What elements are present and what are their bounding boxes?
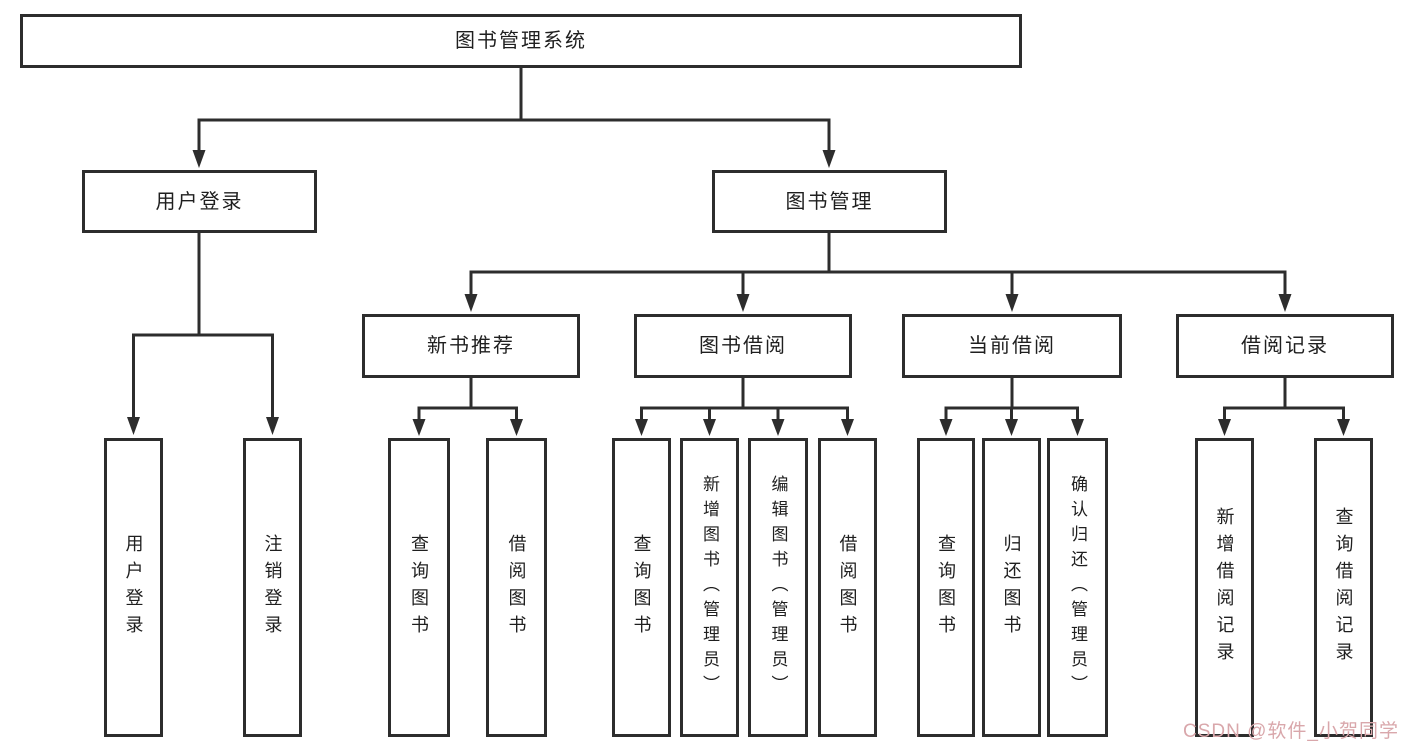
node-book-management: 图书管理 xyxy=(712,170,947,233)
leaf-borrow-add-books-admin: 新增图书（管理员） xyxy=(680,438,739,737)
node-user-login: 用户登录 xyxy=(82,170,317,233)
node-root: 图书管理系统 xyxy=(20,14,1022,68)
leaf-user-login: 用户登录 xyxy=(104,438,163,737)
arrowhead-icon xyxy=(1005,294,1019,312)
connector-borrow-records xyxy=(1218,376,1350,436)
leaf-current-confirm-return-admin: 确认归还（管理员） xyxy=(1047,438,1108,737)
node-new-book-recommend: 新书推荐 xyxy=(362,314,580,378)
arrowhead-icon xyxy=(736,294,750,312)
node-user-login-label: 用户登录 xyxy=(155,190,244,213)
arrowhead-icon xyxy=(771,419,785,436)
arrowhead-icon xyxy=(1071,419,1084,436)
leaf-current-query-books: 查询图书 xyxy=(917,438,975,737)
arrowhead-icon xyxy=(412,419,426,436)
arrowhead-icon xyxy=(703,419,716,436)
arrowhead-icon xyxy=(635,419,648,436)
leaf-borrow-edit-books-admin: 编辑图书（管理员） xyxy=(748,438,808,737)
arrowhead-icon xyxy=(510,419,523,436)
node-new-book-recommend-label: 新书推荐 xyxy=(427,335,515,357)
node-borrow-records: 借阅记录 xyxy=(1176,314,1394,378)
leaf-borrow-borrow-books: 借阅图书 xyxy=(818,438,877,737)
node-book-borrow: 图书借阅 xyxy=(634,314,852,378)
arrowhead-icon xyxy=(1218,419,1231,436)
node-book-borrow-label: 图书借阅 xyxy=(699,335,787,357)
arrowhead-icon xyxy=(841,419,854,436)
node-book-management-label: 图书管理 xyxy=(785,190,874,213)
arrowhead-icon xyxy=(822,150,836,168)
arrowhead-icon xyxy=(1005,419,1018,436)
connector-new-book xyxy=(412,376,523,436)
arrowhead-icon xyxy=(939,419,953,436)
node-borrow-records-label: 借阅记录 xyxy=(1241,335,1329,357)
connector-book-management xyxy=(464,231,1292,312)
connector-root xyxy=(192,66,836,168)
connector-user-login xyxy=(127,231,279,435)
arrowhead-icon xyxy=(464,294,478,312)
arrowhead-icon xyxy=(1278,294,1292,312)
connector-book-borrow xyxy=(635,376,854,436)
arrowhead-icon xyxy=(192,150,206,168)
node-current-borrow-label: 当前借阅 xyxy=(968,335,1056,357)
node-root-label: 图书管理系统 xyxy=(455,30,587,52)
arrowhead-icon xyxy=(127,417,140,435)
leaf-record-query-borrow-record: 查询借阅记录 xyxy=(1314,438,1373,737)
leaf-logout: 注销登录 xyxy=(243,438,302,737)
leaf-current-return-books: 归还图书 xyxy=(982,438,1041,737)
connector-current-borrow xyxy=(939,376,1084,436)
leaf-borrow-query-books: 查询图书 xyxy=(612,438,671,737)
leaf-newbook-borrow-books: 借阅图书 xyxy=(486,438,547,737)
node-current-borrow: 当前借阅 xyxy=(902,314,1122,378)
leaf-newbook-query-books: 查询图书 xyxy=(388,438,450,737)
leaf-record-add-borrow-record: 新增借阅记录 xyxy=(1195,438,1254,737)
arrowhead-icon xyxy=(266,417,279,435)
arrowhead-icon xyxy=(1337,419,1350,436)
